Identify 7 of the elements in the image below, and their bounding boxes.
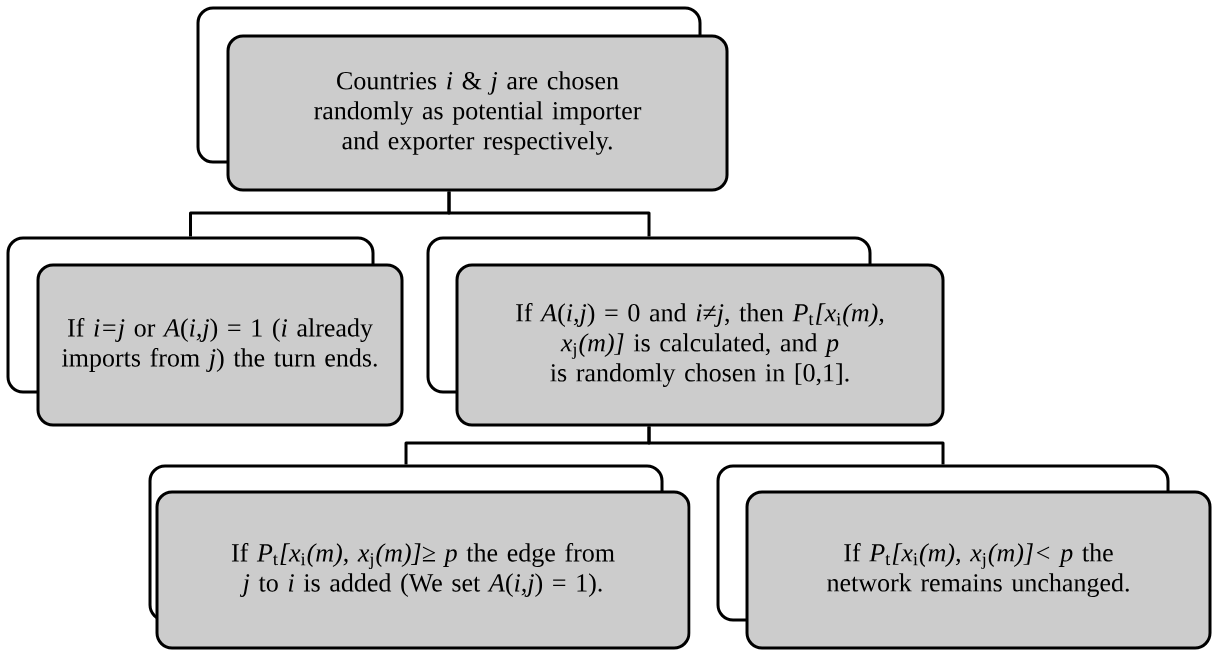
connector-line [447, 191, 651, 237]
process-box: Countries i & j are chosen randomly as potential importer and exporter respectively. [196, 6, 729, 192]
process-box: If P$_{t}$[x$_{i}$(m), x$_{j}$(m)]< p the network remains unchanged. [716, 464, 1212, 650]
process-box: If A(i,j) = 0 and i≠j, then P$_{t}$[x$_{i}$(m), x$_{j}$(m)] is calculated, and p is randomly chosen in [0,1]. [426, 236, 945, 427]
process-box: If i=j or A(i,j) = 1 (i already imports from j) the turn ends. [6, 236, 404, 427]
process-box: If P$_{t}$[x$_{i}$(m), x$_{j}$(m)]≥ p the edge from j to i is added (We set A(i,j) = 1). [148, 464, 691, 650]
connector-line [647, 426, 945, 465]
